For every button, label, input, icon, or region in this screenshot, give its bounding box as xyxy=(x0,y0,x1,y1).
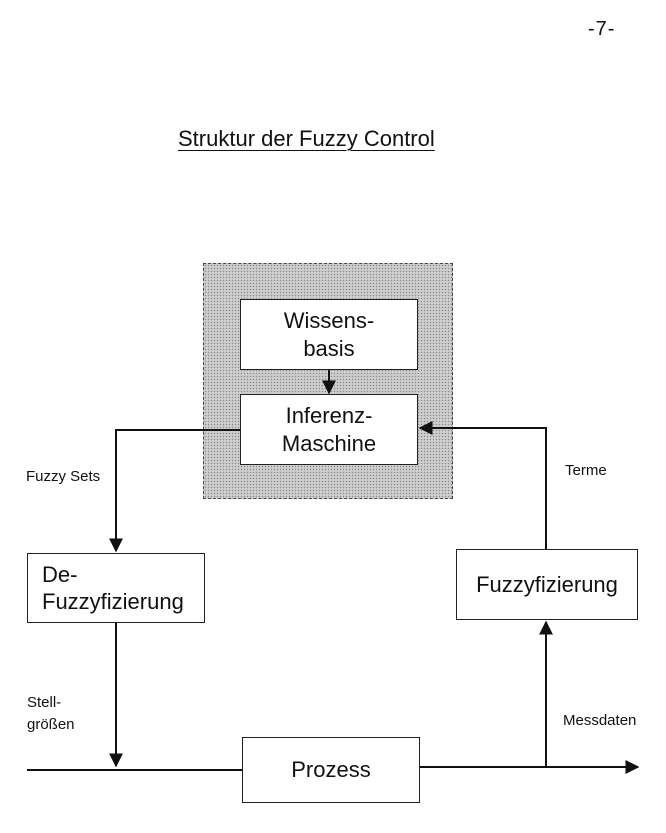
arrow-inferenz-to-defuzzyfizierung xyxy=(109,429,240,553)
block-fuzzyfizierung: Fuzzyfizierung xyxy=(456,549,638,620)
label-terme: Terme xyxy=(565,462,607,479)
block-inferenz-maschine-label: Inferenz- Maschine xyxy=(281,403,377,456)
block-prozess-label: Prozess xyxy=(291,757,371,783)
block-prozess: Prozess xyxy=(242,737,420,803)
diagram-title: Struktur der Fuzzy Control xyxy=(178,126,435,151)
label-messdaten: Messdaten xyxy=(563,712,637,729)
block-fuzzyfizierung-label: Fuzzyfizierung xyxy=(476,571,618,597)
block-wissensbasis-label: Wissens- basis xyxy=(283,308,375,361)
label-stellgroessen: Stell- größen xyxy=(27,694,75,733)
block-defuzzyfizierung-label: De- Fuzzyfizierung xyxy=(42,561,184,615)
page-number: -7- xyxy=(588,18,616,40)
arrow-fuzzyfizierung-to-inferenz xyxy=(418,421,547,549)
block-defuzzyfizierung: De- Fuzzyfizierung xyxy=(27,553,205,623)
block-wissensbasis: Wissens- basis xyxy=(240,299,418,370)
label-fuzzy-sets: Fuzzy Sets xyxy=(26,468,101,485)
block-inferenz-maschine: Inferenz- Maschine xyxy=(240,394,418,465)
